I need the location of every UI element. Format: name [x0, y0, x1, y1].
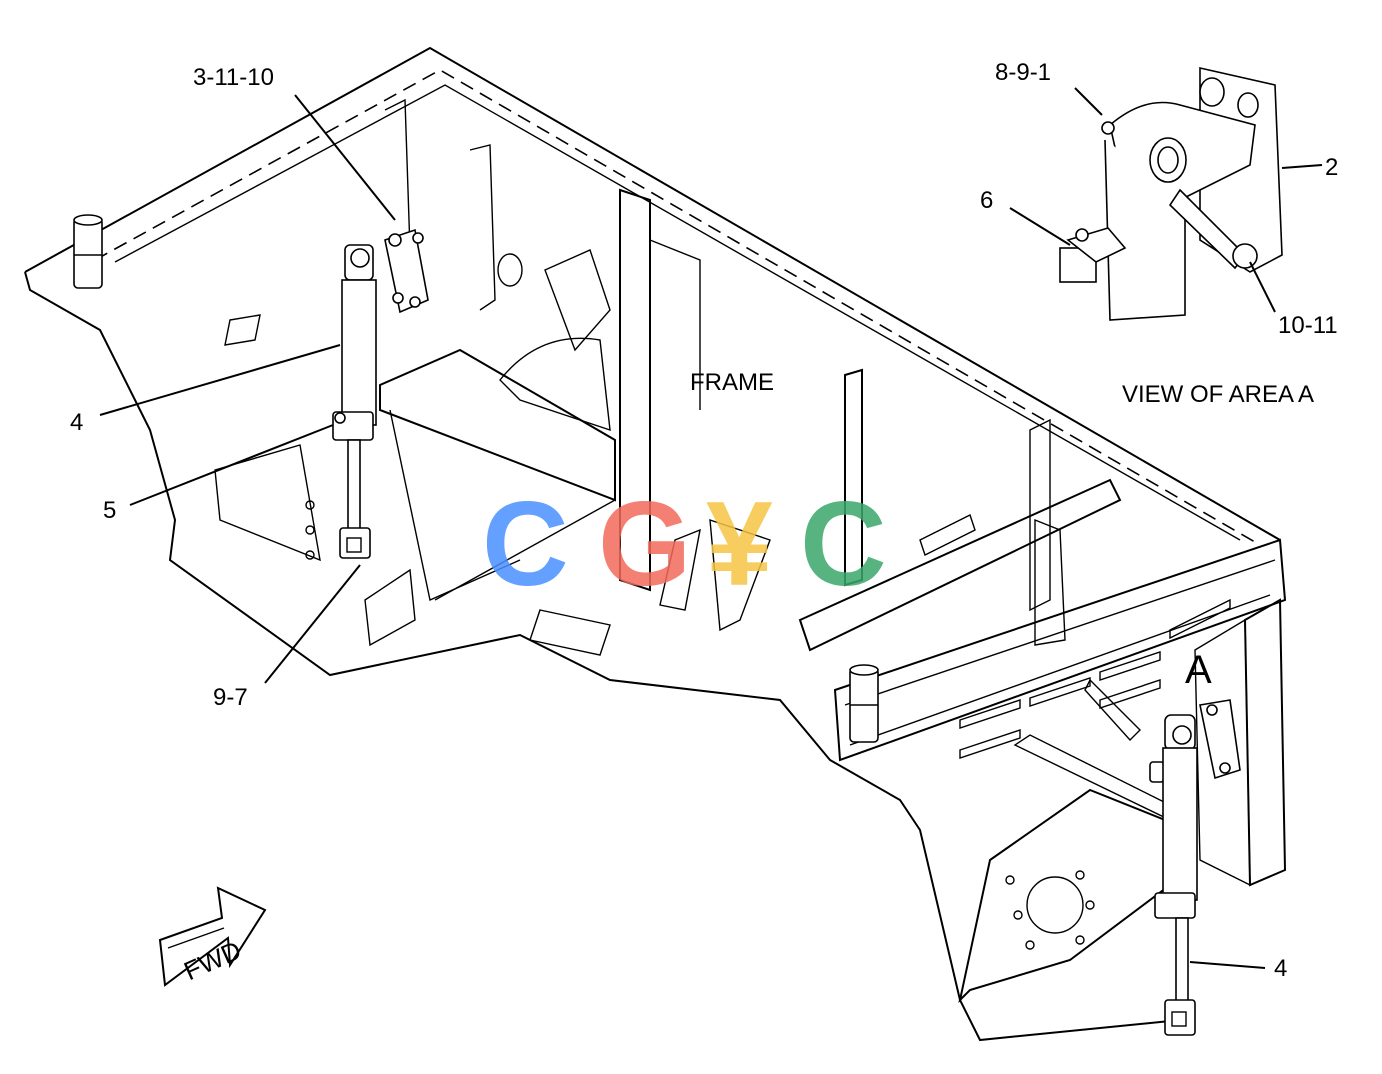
- watermark-letter-2: G: [598, 477, 691, 611]
- frame-structure: [24, 46, 1287, 1042]
- watermark-letter-3: ¥: [706, 477, 773, 611]
- callout-9-7: 9-7: [213, 684, 248, 711]
- fwd-label: FWD: [179, 935, 245, 986]
- fwd-arrow-icon: FWD: [158, 886, 267, 987]
- callout-4-left: 4: [70, 409, 83, 436]
- callouts: 3-11-10 4 5 9-7 8-9-1 2 6 10-11 4: [70, 59, 1338, 982]
- callout-2: 2: [1325, 154, 1338, 181]
- callout-8-9-1: 8-9-1: [995, 59, 1051, 86]
- watermark-letter-4: C: [800, 477, 887, 611]
- callout-6: 6: [980, 187, 993, 214]
- callout-5: 5: [103, 497, 116, 524]
- area-a-marker: A: [1185, 648, 1212, 692]
- view-of-area-a-label: VIEW OF AREA A: [1122, 381, 1314, 408]
- callout-3-11-10: 3-11-10: [193, 64, 274, 91]
- bumper-post-left: [73, 214, 103, 289]
- gas-strut-right: [1149, 699, 1241, 1036]
- callout-10-11: 10-11: [1278, 312, 1338, 339]
- leader-lines: [99, 87, 1323, 969]
- watermark-letter-1: C: [482, 477, 569, 611]
- gas-strut-left: [332, 228, 429, 559]
- bumper-post-right: [849, 664, 879, 743]
- detail-view-area-a: [1059, 66, 1283, 321]
- frame-label: FRAME: [690, 369, 774, 396]
- watermark-logo: C G ¥ C: [482, 477, 887, 611]
- callout-4-right: 4: [1274, 955, 1287, 982]
